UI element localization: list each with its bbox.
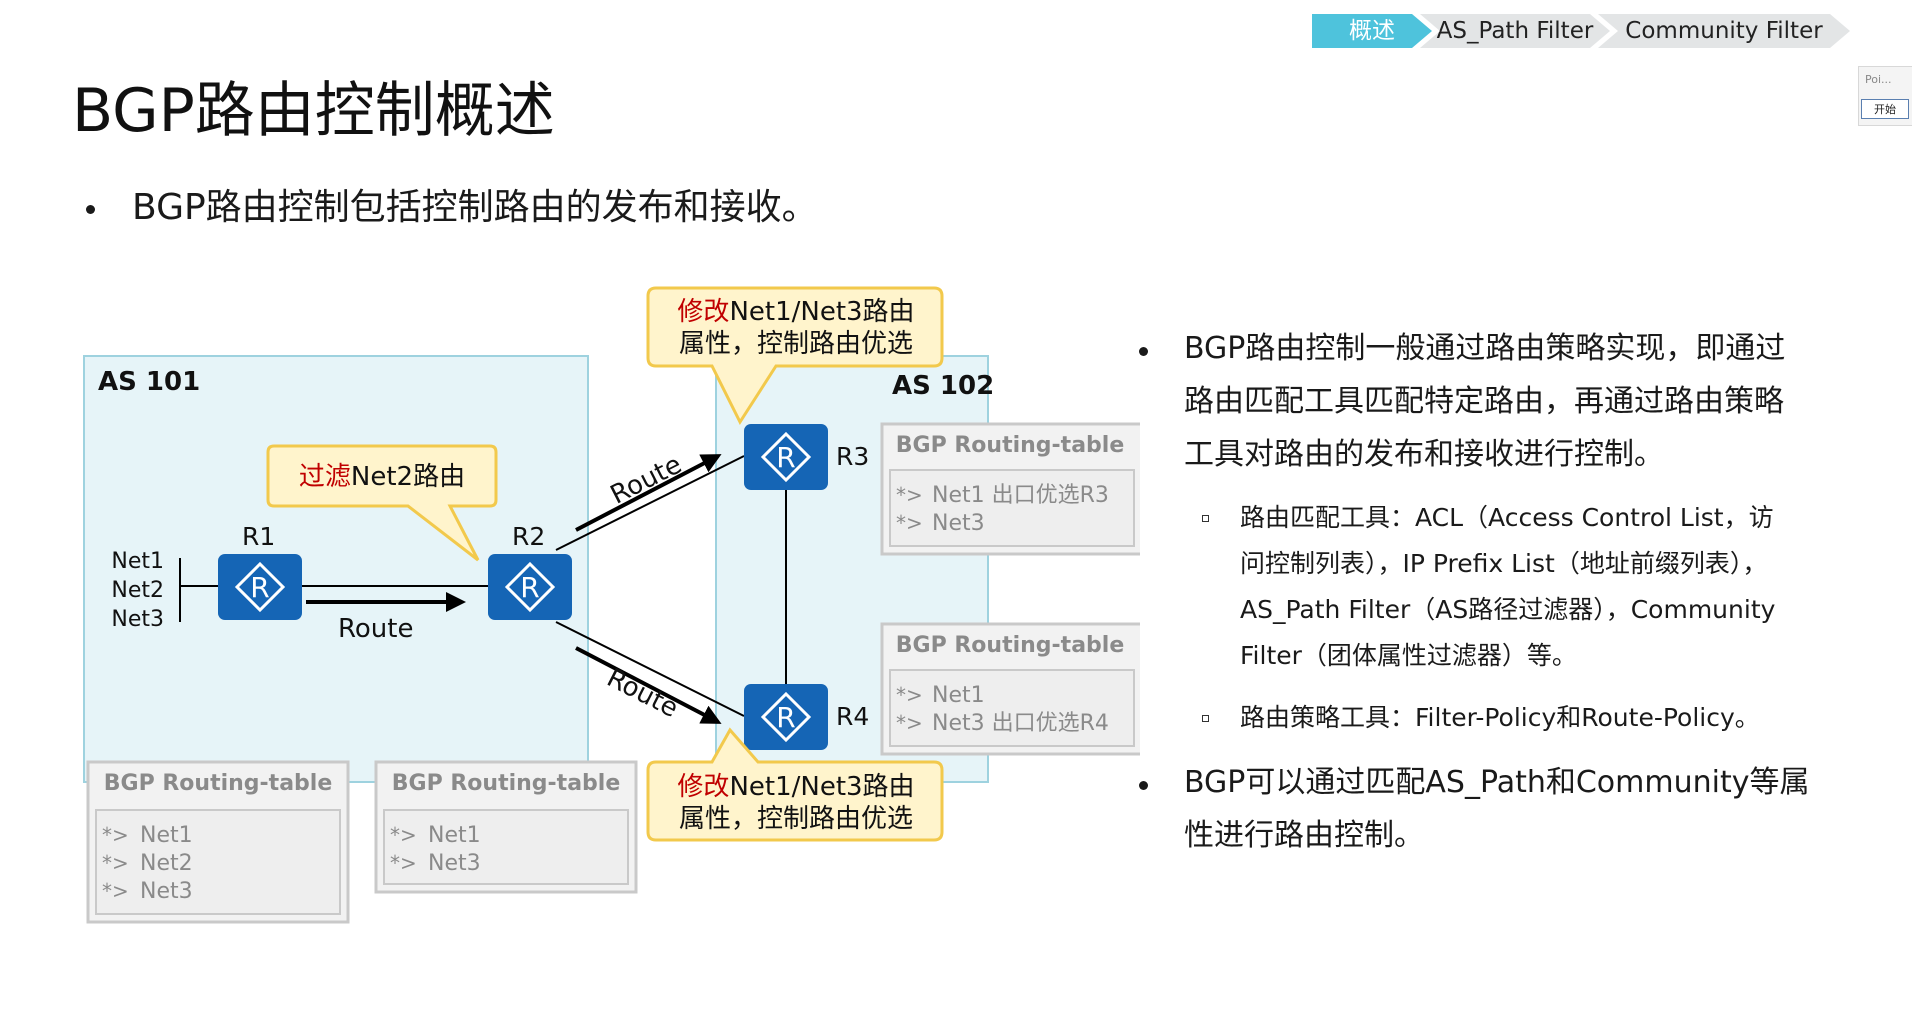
sub-point-1-line: 路由匹配工具：ACL（Access Control List，访 — [1240, 503, 1774, 532]
table-entry: Net1 出口优选R3 — [932, 483, 1109, 508]
router-glyph: R — [776, 701, 795, 734]
as102-label: AS 102 — [892, 371, 994, 401]
r3-label: R3 — [836, 442, 869, 471]
table-entry-marker: *> — [102, 851, 129, 875]
as101-label: AS 101 — [98, 367, 200, 397]
table-entry: Net1 — [428, 823, 481, 848]
paragraph-2-line: BGP可以通过匹配AS_Path和Community等属 — [1184, 765, 1810, 800]
router-r2[interactable]: R — [488, 554, 572, 620]
r2-label: R2 — [512, 522, 545, 551]
sub-point-1-line: AS_Path Filter（AS路径过滤器），Community — [1240, 595, 1776, 624]
callout-top-highlight: 修改 — [677, 297, 729, 327]
bullet-sub1 — [1202, 515, 1209, 522]
r2-r4-link — [555, 621, 745, 717]
callout-modify-bottom: 修改Net1/Net3路由 属性，控制路由优选 — [646, 727, 944, 842]
svg-text:修改Net1/Net3路由: 修改Net1/Net3路由 — [677, 297, 914, 327]
route-label-r1-r2: Route — [338, 614, 413, 644]
callout-bottom-line2: 属性，控制路由优选 — [679, 804, 913, 834]
table-entry: Net3 — [140, 879, 193, 904]
route-label-r2-r4: Route — [602, 663, 683, 724]
router-icon — [760, 691, 812, 743]
router-r4[interactable]: R — [744, 684, 828, 750]
router-icon — [234, 561, 286, 613]
table-entry-marker: *> — [102, 879, 129, 903]
router-glyph: R — [520, 571, 539, 604]
callout-filter-highlight: 过滤 — [299, 462, 351, 492]
net3-label: Net3 — [111, 607, 164, 632]
svg-text:修改Net1/Net3路由: 修改Net1/Net3路由 — [677, 772, 914, 802]
routing-table-title: BGP Routing-table — [392, 771, 621, 796]
table-entry-marker: *> — [390, 823, 417, 847]
page-title: BGP路由控制概述 — [72, 76, 555, 146]
router-icon — [760, 431, 812, 483]
sub-point-1-line: Filter（团体属性过滤器）等。 — [1240, 641, 1577, 670]
paragraph-1-line: 路由匹配工具匹配特定路由，再通过路由策略 — [1184, 384, 1784, 419]
callout-modify-top: 修改Net1/Net3路由 属性，控制路由优选 — [646, 286, 944, 426]
sub-point-2-line: 路由策略工具：Filter-Policy和Route-Policy。 — [1240, 703, 1760, 732]
paragraph-2: BGP可以通过匹配AS_Path和Community等属 性进行路由控制。 — [1184, 756, 1894, 862]
table-entry-marker: *> — [896, 711, 923, 735]
table-entry-marker: *> — [896, 683, 923, 707]
table-entry-marker: *> — [390, 851, 417, 875]
paragraph-1: BGP路由控制一般通过路由策略实现，即通过 路由匹配工具匹配特定路由，再通过路由… — [1184, 322, 1894, 481]
bullet-p2 — [1139, 781, 1148, 790]
net2-label: Net2 — [111, 578, 164, 603]
paragraph-2-line: 性进行路由控制。 — [1184, 818, 1424, 853]
bullet-sub2 — [1202, 715, 1209, 722]
bgp-diagram: AS 101 AS 102 Net1 Net2 Net3 Route Route… — [83, 286, 1140, 924]
table-entry: Net1 — [140, 823, 193, 848]
table-entry: Net2 — [140, 851, 193, 876]
routing-table-r3: BGP Routing-table *> Net1 出口优选R3 *> Net3 — [880, 422, 1140, 556]
routing-table-title: BGP Routing-table — [896, 433, 1125, 458]
callout-bottom-highlight: 修改 — [677, 772, 729, 802]
start-button[interactable]: 开始 — [1861, 99, 1909, 119]
routing-table-r1: BGP Routing-table *> Net1 *> Net2 *> Net… — [86, 760, 350, 924]
svg-text:过滤Net2路由: 过滤Net2路由 — [299, 462, 465, 492]
callout-filter-net2: 过滤Net2路由 — [266, 444, 498, 562]
callout-top-line1: Net1/Net3路由 — [729, 297, 914, 327]
paragraph-1-line: 工具对路由的发布和接收进行控制。 — [1184, 437, 1664, 472]
tab-as-path-filter[interactable]: AS_Path Filter — [1420, 14, 1610, 48]
r2-r3-route-arrow — [575, 454, 722, 532]
r1-label: R1 — [242, 522, 275, 551]
tab-community-filter-label: Community Filter — [1625, 18, 1823, 44]
router-r1[interactable]: R — [218, 554, 302, 620]
router-icon — [504, 561, 556, 613]
table-entry: Net3 出口优选R4 — [932, 711, 1109, 736]
routing-table-title: BGP Routing-table — [104, 771, 333, 796]
lead-text: BGP路由控制包括控制路由的发布和接收。 — [132, 187, 818, 228]
table-entry: Net3 — [932, 511, 985, 536]
sub-point-2: 路由策略工具：Filter-Policy和Route-Policy。 — [1240, 695, 1900, 741]
router-r3[interactable]: R — [744, 424, 828, 490]
table-entry: Net3 — [428, 851, 481, 876]
routing-table-title: BGP Routing-table — [896, 633, 1125, 658]
net1-label: Net1 — [111, 549, 164, 574]
presenter-widget-text: Poi... — [1865, 73, 1892, 86]
tab-community-filter[interactable]: Community Filter — [1598, 14, 1850, 48]
lead-bullet — [86, 205, 95, 214]
tab-overview[interactable]: 概述 — [1312, 14, 1432, 48]
callout-filter-rest: Net2路由 — [351, 462, 465, 492]
table-entry-marker: *> — [896, 483, 923, 507]
routing-table-r4: BGP Routing-table *> Net1 *> Net3 出口优选R4 — [880, 622, 1140, 756]
router-glyph: R — [250, 571, 269, 604]
router-glyph: R — [776, 441, 795, 474]
bullet-p1 — [1139, 347, 1148, 356]
sub-point-1: 路由匹配工具：ACL（Access Control List，访 问控制列表），… — [1240, 495, 1900, 679]
table-entry: Net1 — [932, 683, 985, 708]
r4-label: R4 — [836, 702, 869, 731]
route-label-r2-r3: Route — [606, 450, 687, 511]
callout-top-line2: 属性，控制路由优选 — [679, 329, 913, 359]
r2-r4-route-arrow — [575, 646, 722, 724]
presenter-widget: Poi... 开始 — [1858, 66, 1912, 126]
table-entry-marker: *> — [896, 511, 923, 535]
tab-as-path-filter-label: AS_Path Filter — [1436, 18, 1594, 44]
callout-bottom-line1: Net1/Net3路由 — [729, 772, 914, 802]
routing-table-r2: BGP Routing-table *> Net1 *> Net3 — [374, 760, 638, 894]
table-entry-marker: *> — [102, 823, 129, 847]
sub-point-1-line: 问控制列表），IP Prefix List（地址前缀列表）， — [1240, 549, 1768, 578]
paragraph-1-line: BGP路由控制一般通过路由策略实现，即通过 — [1184, 331, 1786, 366]
tab-overview-label: 概述 — [1349, 18, 1395, 44]
